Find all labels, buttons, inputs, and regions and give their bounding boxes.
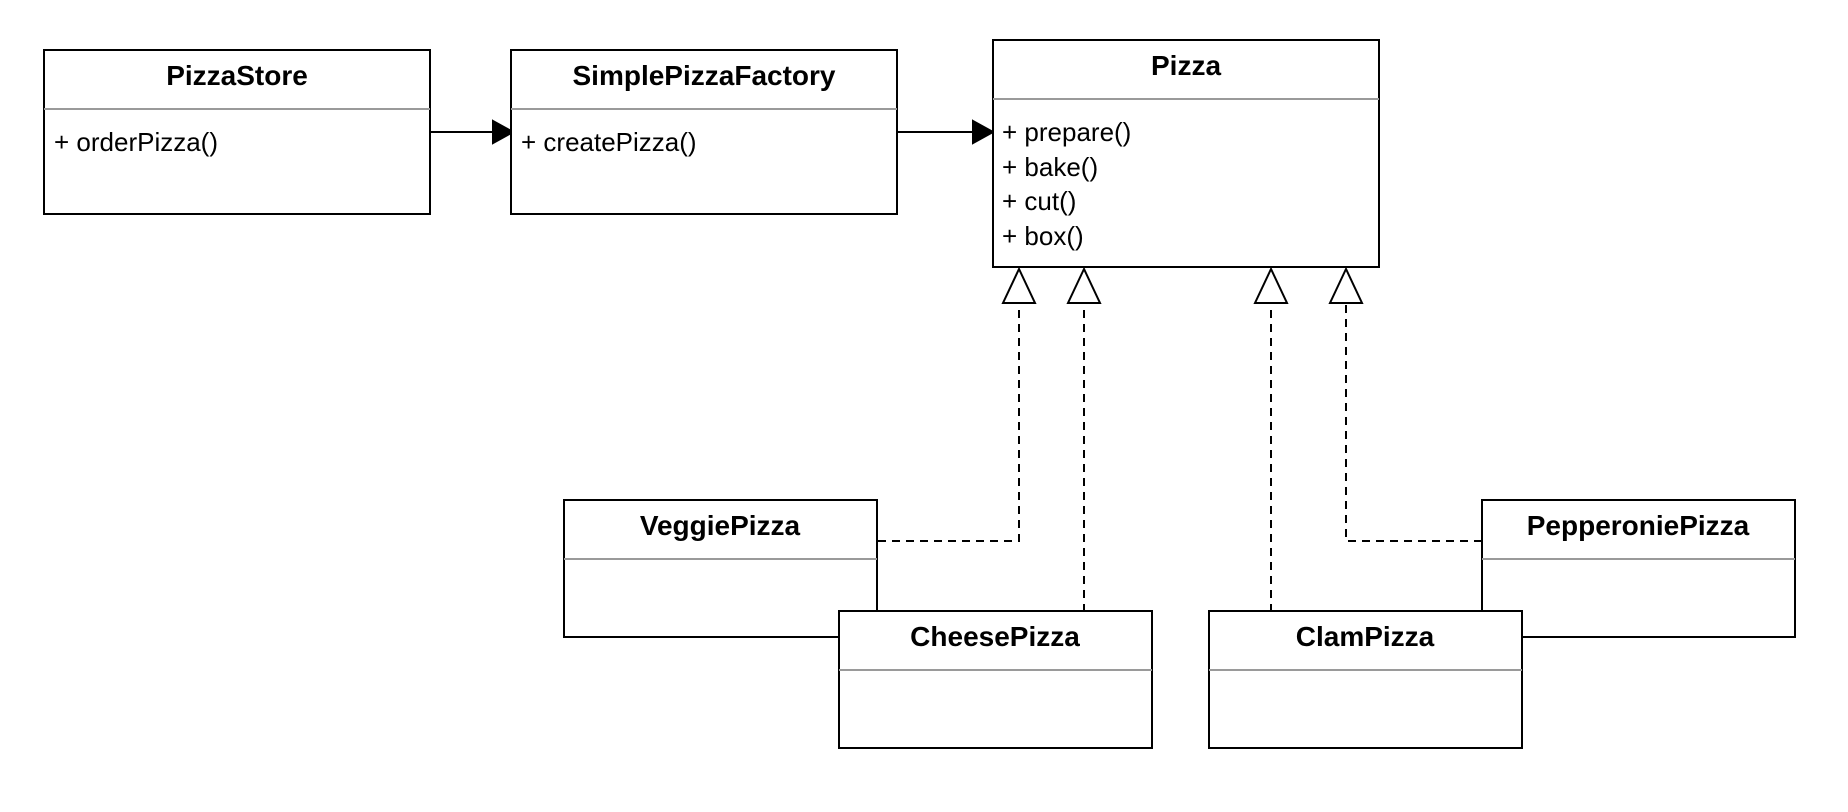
class-clampizza-name: ClamPizza	[1296, 621, 1435, 652]
class-pizza-name: Pizza	[1151, 50, 1221, 81]
edge-pizzastore-to-factory	[431, 119, 516, 145]
class-pizzastore: PizzaStore + orderPizza()	[43, 49, 431, 215]
class-pizza-method-prepare: + prepare()	[1002, 117, 1131, 147]
class-cheesepizza: CheesePizza	[838, 610, 1153, 749]
class-pizza-method-bake: + bake()	[1002, 152, 1098, 182]
class-veggiepizza-name: VeggiePizza	[640, 510, 801, 541]
class-veggiepizza: VeggiePizza	[563, 499, 878, 638]
class-clampizza: ClamPizza	[1208, 610, 1523, 749]
edge-factory-to-pizza	[898, 119, 996, 145]
edge-cheese-realizes-pizza	[1066, 266, 1102, 612]
class-pizza-method-cut: + cut()	[1002, 186, 1076, 216]
class-simplepizzafactory-method: + createPizza()	[521, 127, 697, 157]
class-pizza-method-box: + box()	[1002, 221, 1084, 251]
class-pizzastore-method: + orderPizza()	[54, 127, 218, 157]
edge-clam-realizes-pizza	[1253, 266, 1289, 612]
class-pizza: Pizza + prepare() + bake() + cut() + box…	[992, 39, 1380, 268]
class-pizzastore-name: PizzaStore	[166, 60, 308, 91]
edge-pepperonie-realizes-pizza	[1328, 266, 1482, 542]
class-pepperoniepizza: PepperoniePizza	[1481, 499, 1796, 638]
class-simplepizzafactory-name: SimplePizzaFactory	[573, 60, 836, 91]
class-cheesepizza-name: CheesePizza	[910, 621, 1080, 652]
class-simplepizzafactory: SimplePizzaFactory + createPizza()	[510, 49, 898, 215]
class-pepperoniepizza-name: PepperoniePizza	[1527, 510, 1750, 541]
edge-veggie-realizes-pizza	[878, 266, 1037, 542]
